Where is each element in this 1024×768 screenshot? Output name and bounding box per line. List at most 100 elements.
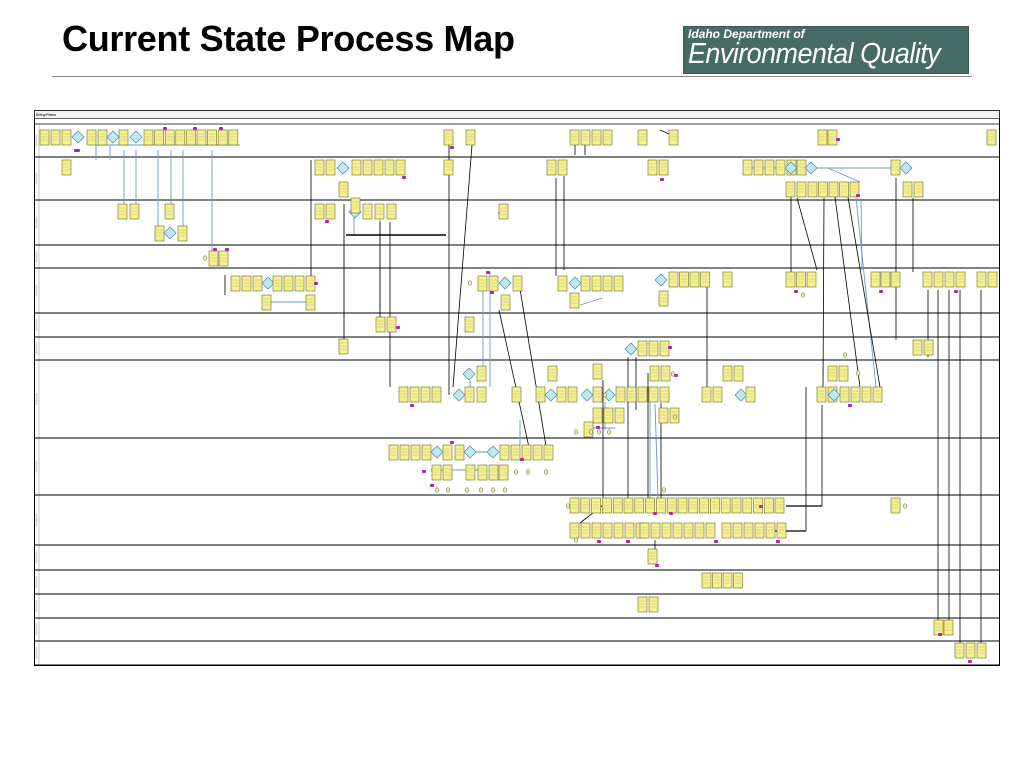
connector-node <box>203 255 207 261</box>
task-box <box>732 522 743 539</box>
decision-diamond <box>784 161 798 175</box>
decision-diamond <box>580 388 594 402</box>
task-box <box>294 275 305 292</box>
attachment-marker <box>219 127 223 130</box>
task-box <box>785 181 796 198</box>
task-box <box>722 572 733 589</box>
attachment-marker <box>836 138 840 141</box>
task-box <box>943 619 954 636</box>
lane-label <box>35 319 38 331</box>
task-box <box>872 386 883 403</box>
task-box <box>241 275 252 292</box>
task-box <box>774 497 785 514</box>
task-box <box>838 365 849 382</box>
task-box <box>410 444 421 461</box>
attachment-marker <box>163 127 167 130</box>
decision-diamond <box>568 276 582 290</box>
task-box <box>61 159 72 176</box>
task-box <box>86 129 97 146</box>
task-box <box>230 275 241 292</box>
task-box <box>637 596 648 613</box>
task-box <box>733 365 744 382</box>
logo-line-2: Environmental Quality <box>688 38 941 70</box>
task-box <box>580 275 591 292</box>
task-box <box>743 522 754 539</box>
task-box <box>648 596 659 613</box>
task-box <box>373 159 384 176</box>
task-box <box>742 497 753 514</box>
attachment-marker <box>776 540 780 543</box>
connector-node <box>566 503 570 509</box>
task-box <box>785 271 796 288</box>
task-box <box>592 363 603 380</box>
attachment-marker <box>938 633 942 636</box>
attachment-marker <box>660 178 664 181</box>
lane-label <box>35 216 38 229</box>
decision-diamond <box>804 161 818 175</box>
task-box <box>498 464 509 481</box>
task-box <box>603 407 614 424</box>
task-box <box>591 129 602 146</box>
attachment-marker <box>225 248 229 251</box>
attachment-marker <box>74 149 80 152</box>
task-box <box>923 339 934 356</box>
attachment-marker <box>794 290 798 293</box>
task-box <box>733 572 743 589</box>
task-box <box>839 386 850 403</box>
task-box <box>647 548 658 565</box>
task-box <box>272 275 283 292</box>
task-box <box>731 497 742 514</box>
task-box <box>218 250 229 267</box>
task-box <box>668 271 679 288</box>
task-box <box>796 159 807 176</box>
task-box <box>944 271 955 288</box>
connector-node <box>589 429 593 435</box>
task-box <box>679 271 689 288</box>
flow-link <box>860 197 863 271</box>
decision-diamond <box>827 388 841 402</box>
task-box <box>613 522 624 539</box>
task-box <box>547 365 558 382</box>
connector-node <box>801 292 805 298</box>
task-box <box>976 642 987 659</box>
decision-diamond <box>654 273 668 287</box>
attachment-marker <box>596 426 600 429</box>
task-box <box>580 497 591 514</box>
task-box <box>658 407 669 424</box>
task-box <box>583 421 594 438</box>
decision-diamond <box>899 161 913 175</box>
task-box <box>442 444 453 461</box>
connector-line <box>498 309 531 453</box>
task-box <box>39 129 50 146</box>
task-box <box>117 203 128 220</box>
flow-link <box>654 403 659 499</box>
attachment-marker <box>193 127 197 130</box>
attachment-marker <box>520 458 524 461</box>
task-box <box>177 225 188 242</box>
task-box <box>745 386 756 403</box>
attachment-marker <box>954 290 958 293</box>
task-box <box>592 407 603 424</box>
task-box <box>870 271 881 288</box>
task-box <box>591 497 601 514</box>
task-box <box>129 203 140 220</box>
task-box <box>386 316 397 333</box>
task-box <box>395 159 406 176</box>
lane-label <box>35 393 38 405</box>
task-box <box>817 129 828 146</box>
task-box <box>500 294 511 311</box>
task-box <box>580 129 591 146</box>
attachment-marker <box>402 176 406 179</box>
task-box <box>118 129 129 146</box>
task-box <box>384 159 395 176</box>
task-box <box>955 271 966 288</box>
task-box <box>454 444 465 461</box>
task-box <box>849 181 860 198</box>
title-divider <box>52 76 972 77</box>
lane-label <box>35 576 38 588</box>
task-box <box>683 522 694 539</box>
connector-node <box>597 429 601 435</box>
task-box <box>409 386 420 403</box>
task-box <box>143 129 154 146</box>
task-box <box>933 271 944 288</box>
